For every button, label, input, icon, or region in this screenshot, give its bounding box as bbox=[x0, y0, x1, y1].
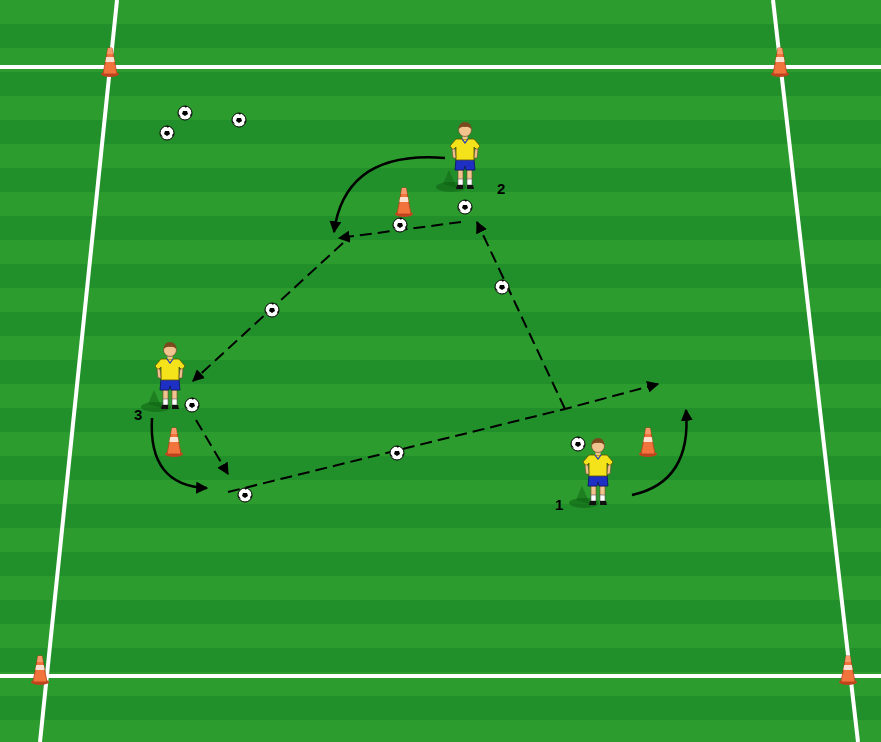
passing-balls bbox=[238, 218, 509, 502]
ball-pile bbox=[160, 106, 246, 140]
drill-cone bbox=[639, 428, 657, 457]
ball-pile bbox=[232, 113, 246, 127]
pass-line bbox=[196, 420, 228, 474]
run-lines bbox=[152, 157, 687, 495]
player-ball bbox=[185, 398, 199, 412]
player bbox=[569, 438, 613, 508]
corner-cone bbox=[31, 656, 49, 685]
corner-cone bbox=[101, 48, 119, 77]
pitch-line bbox=[773, 0, 858, 742]
players bbox=[141, 122, 613, 508]
callout-number: 1 bbox=[555, 497, 563, 512]
player bbox=[141, 342, 185, 412]
drill-cone bbox=[395, 188, 413, 217]
player bbox=[436, 122, 480, 192]
passing-ball bbox=[495, 280, 509, 294]
ball-pile bbox=[178, 106, 192, 120]
drill-cone bbox=[165, 428, 183, 457]
ball-pile bbox=[160, 126, 174, 140]
pass-line bbox=[193, 243, 343, 381]
callout-number: 3 bbox=[134, 407, 142, 422]
player-ball bbox=[571, 437, 585, 451]
passing-ball bbox=[393, 218, 407, 232]
pitch-line bbox=[0, 65, 881, 69]
pitch-line bbox=[0, 674, 881, 678]
corner-cones bbox=[31, 48, 857, 685]
run-line bbox=[334, 157, 445, 232]
run-line bbox=[632, 410, 687, 495]
passing-ball bbox=[238, 488, 252, 502]
passing-ball bbox=[390, 446, 404, 460]
drill-cones bbox=[165, 188, 657, 457]
run-line bbox=[152, 418, 207, 488]
player-ball bbox=[458, 200, 472, 214]
player-balls bbox=[185, 200, 585, 451]
pitch-line bbox=[40, 0, 117, 742]
corner-cone bbox=[771, 48, 789, 77]
passing-ball bbox=[265, 303, 279, 317]
callout-number: 2 bbox=[497, 181, 505, 196]
pass-line bbox=[477, 222, 565, 409]
pass-lines bbox=[193, 222, 658, 492]
corner-cone bbox=[839, 656, 857, 685]
